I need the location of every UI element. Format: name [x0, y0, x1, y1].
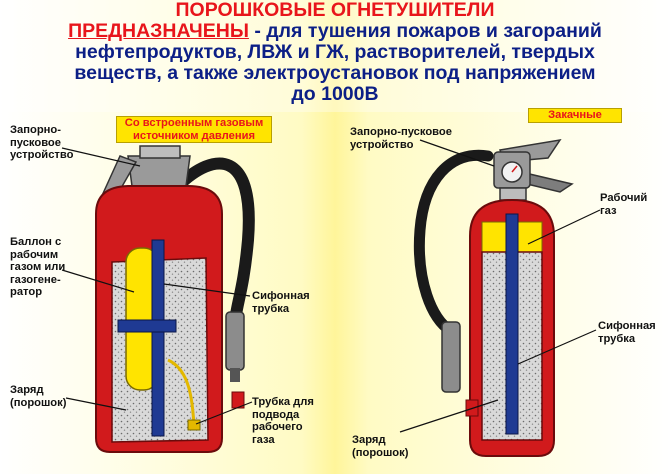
- hose: [413, 149, 494, 336]
- left-label-valve: Запорно- пусковое устройство: [10, 124, 74, 161]
- right-label-gas: Рабочий газ: [600, 192, 648, 217]
- header: ПОРОШКОВЫЕ ОГНЕТУШИТЕЛИ ПРЕДНАЗНАЧЕНЫ - …: [0, 0, 670, 112]
- nozzle: [441, 321, 461, 393]
- right-label-valve: Запорно-пусковое устройство: [350, 126, 452, 151]
- subtitle-line-4: до 1000В: [291, 83, 379, 105]
- valve: [127, 155, 191, 187]
- gas-feed-tube: [167, 358, 196, 425]
- right-label-charge: Заряд (порошок): [352, 434, 409, 459]
- right-type-tag: Закачные: [528, 108, 622, 123]
- left-extinguisher: [95, 145, 255, 453]
- left-label-cylinder: Баллон с рабочим газом или газогене- рат…: [10, 236, 66, 298]
- title: ПОРОШКОВЫЕ ОГНЕТУШИТЕЛИ: [175, 0, 495, 21]
- left-type-tag: Со встроенным газовым источником давлени…: [116, 116, 272, 143]
- siphon-tube: [151, 239, 165, 437]
- left-label-gas-tube: Трубка для подвода рабочего газа: [252, 396, 314, 446]
- subtitle-line-3: веществ, а также электроустановок под на…: [74, 62, 596, 84]
- clamp: [117, 319, 177, 333]
- right-extinguisher: [413, 138, 574, 457]
- siphon-tube: [505, 213, 519, 435]
- subtitle-line-2: нефтепродуктов, ЛВЖ и ГЖ, растворителей,…: [75, 41, 595, 63]
- left-label-charge: Заряд (порошок): [10, 384, 67, 409]
- subtitle: ПРЕДНАЗНАЧЕНЫ - для тушения пожаров и за…: [0, 21, 670, 42]
- nozzle: [225, 311, 245, 371]
- subtitle-lead: ПРЕДНАЗНАЧЕНЫ: [68, 20, 249, 42]
- hose: [172, 157, 255, 321]
- left-label-siphon: Сифонная трубка: [252, 290, 310, 315]
- leader-lines: [61, 139, 601, 433]
- right-label-siphon: Сифонная трубка: [598, 320, 656, 345]
- subtitle-rest: - для тушения пожаров и загораний: [248, 20, 602, 42]
